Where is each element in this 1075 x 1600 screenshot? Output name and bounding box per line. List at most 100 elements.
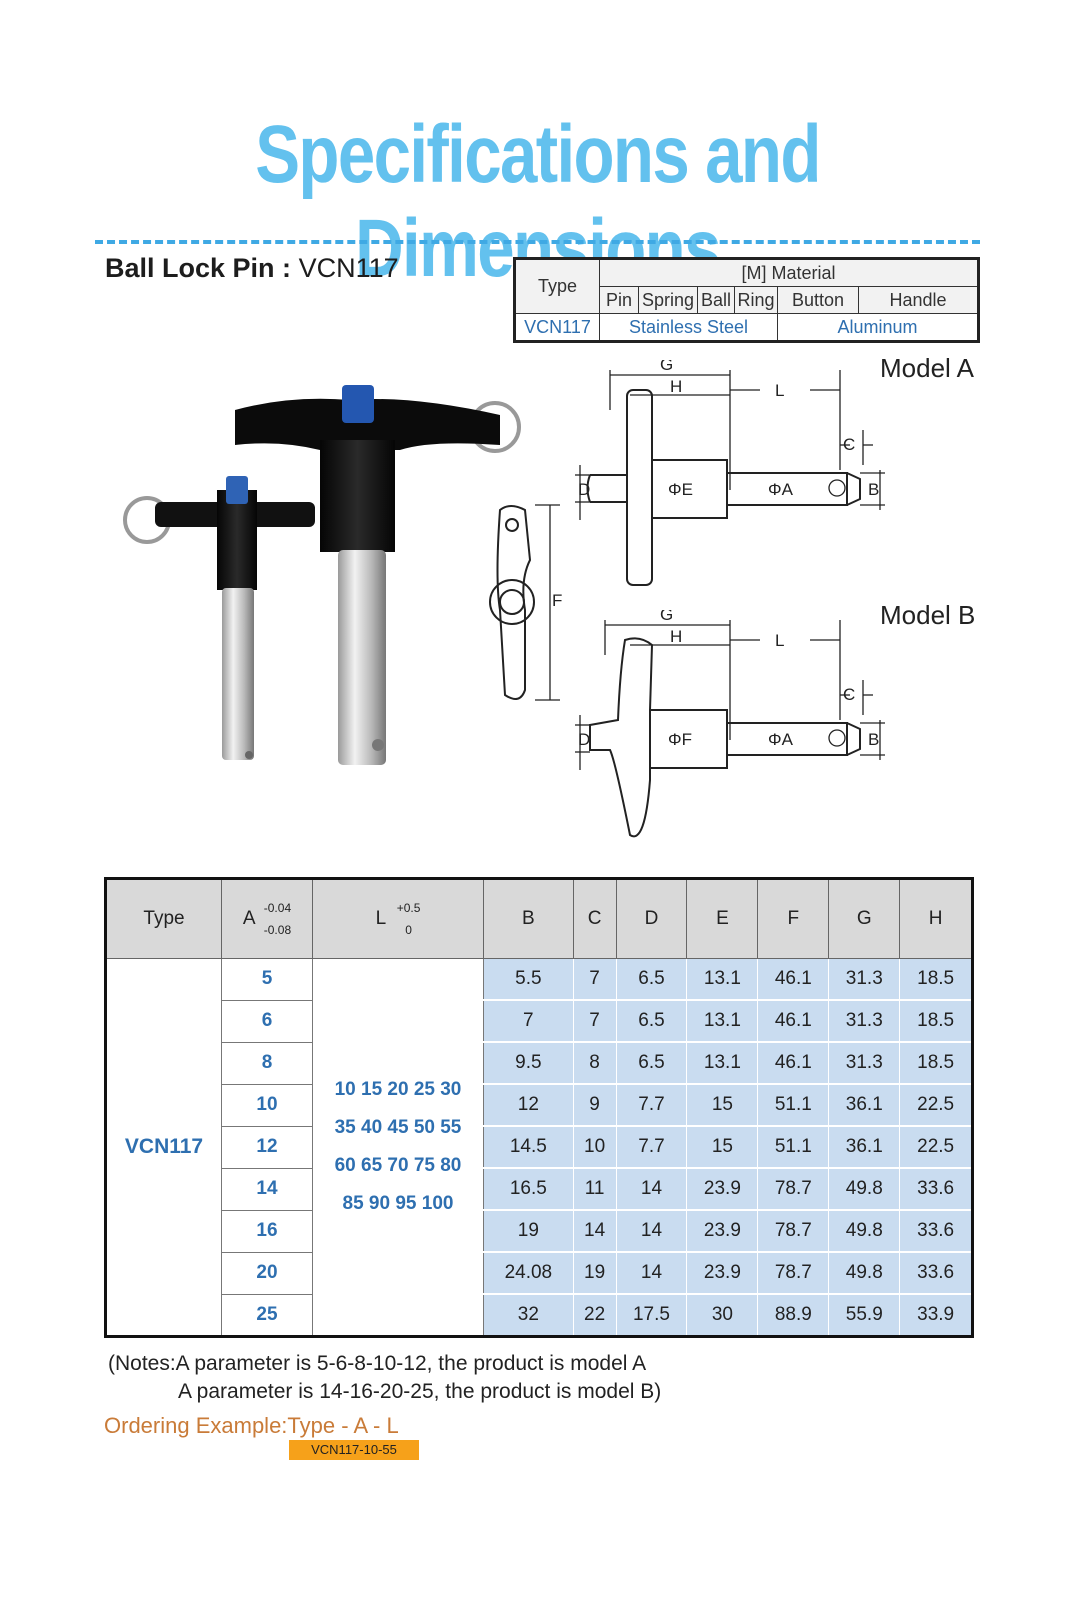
header-a-tol-top: -0.04: [263, 901, 292, 915]
a-cell: 14: [221, 1167, 313, 1211]
b-cell: 14.5: [483, 1125, 574, 1169]
a-cell: 16: [221, 1209, 313, 1253]
handle-side-view: F: [489, 504, 562, 701]
a-cell: 20: [221, 1251, 313, 1295]
a-cell: 12: [221, 1125, 313, 1169]
title-divider: [95, 240, 980, 244]
b-cell: 9.5: [483, 1041, 574, 1085]
c-cell: 22: [572, 1293, 617, 1338]
dim-b-h: H: [670, 627, 682, 646]
e-cell: 13.1: [686, 1041, 759, 1085]
small-pin-image: [123, 476, 315, 760]
f-cell: 78.7: [757, 1251, 830, 1295]
product-photo: [123, 385, 521, 765]
header-type: Type: [105, 878, 222, 959]
e-cell: 15: [686, 1083, 759, 1127]
d-cell: 6.5: [615, 958, 688, 1001]
note-line-1: (Notes:A parameter is 5-6-8-10-12, the p…: [108, 1352, 647, 1375]
part-handle: Handle: [858, 286, 979, 314]
l-values-line: 35 40 45 50 55: [334, 1117, 462, 1138]
f-cell: 78.7: [757, 1209, 830, 1253]
b-cell: 12: [483, 1083, 574, 1127]
g-cell: 31.3: [828, 1041, 901, 1085]
f-cell: 88.9: [757, 1293, 830, 1338]
dim-a-a: ΦA: [768, 480, 794, 499]
h-cell: 33.6: [899, 1251, 973, 1295]
header-a-label: A: [242, 908, 255, 930]
notes: (Notes:A parameter is 5-6-8-10-12, the p…: [108, 1350, 661, 1406]
a-cell: 25: [221, 1293, 313, 1337]
model-b-label: Model B: [880, 600, 976, 630]
header-a-tol-bottom: -0.08: [263, 923, 292, 937]
b-cell: 32: [483, 1293, 574, 1338]
dim-b-g: G: [660, 610, 673, 624]
h-cell: 18.5: [899, 958, 973, 1001]
g-cell: 31.3: [828, 999, 901, 1043]
d-cell: 17.5: [615, 1293, 688, 1338]
c-cell: 19: [572, 1251, 617, 1295]
ordering-example-code: VCN117-10-55: [289, 1440, 419, 1460]
l-values-line: 60 65 70 75 80: [334, 1155, 462, 1176]
f-cell: 46.1: [757, 1041, 830, 1085]
product-code: VCN117: [298, 253, 399, 283]
h-cell: 18.5: [899, 1041, 973, 1085]
g-cell: 55.9: [828, 1293, 901, 1338]
header-a: A -0.04 -0.08: [221, 878, 313, 959]
dim-b-c: C: [843, 685, 855, 704]
f-cell: 46.1: [757, 999, 830, 1043]
header-l-label: L: [375, 908, 386, 930]
b-cell: 5.5: [483, 958, 574, 1001]
material-header: [M] Material: [599, 258, 979, 287]
model-a-drawing: G H L C D ΦE ΦA B: [575, 360, 885, 586]
dim-b-a: ΦA: [768, 730, 794, 749]
type-cell: VCN117: [105, 958, 222, 1337]
b-cell: 19: [483, 1209, 574, 1253]
header-f: F: [757, 878, 830, 959]
h-cell: 33.6: [899, 1209, 973, 1253]
large-pin-image: [235, 385, 521, 765]
e-cell: 15: [686, 1125, 759, 1169]
model-b-drawing: G H L C D ΦF ΦA B: [575, 610, 885, 838]
l-values-line: 85 90 95 100: [342, 1193, 454, 1214]
d-cell: 14: [615, 1251, 688, 1295]
header-l: L +0.5 0: [312, 878, 484, 959]
d-cell: 14: [615, 1167, 688, 1211]
c-cell: 11: [572, 1167, 617, 1211]
h-cell: 22.5: [899, 1125, 973, 1169]
dim-b-b: B: [868, 730, 879, 749]
d-cell: 6.5: [615, 999, 688, 1043]
d-cell: 7.7: [615, 1125, 688, 1169]
a-cell: 10: [221, 1083, 313, 1127]
c-cell: 7: [572, 999, 617, 1043]
model-a-label: Model A: [880, 353, 974, 383]
dim-a-c: C: [843, 435, 855, 454]
material-type-header: Type: [514, 258, 600, 314]
product-name: Ball Lock Pin : VCN117: [105, 253, 399, 284]
dim-b-d: D: [578, 730, 590, 749]
part-ball: Ball: [697, 286, 735, 314]
dim-b-l: L: [775, 631, 784, 650]
d-cell: 7.7: [615, 1083, 688, 1127]
dim-a-e: ΦE: [668, 480, 693, 499]
c-cell: 8: [572, 1041, 617, 1085]
header-b: B: [483, 878, 574, 959]
h-cell: 33.9: [899, 1293, 973, 1338]
e-cell: 23.9: [686, 1209, 759, 1253]
f-cell: 46.1: [757, 958, 830, 1001]
header-l-tol-bottom: 0: [405, 923, 412, 937]
header-l-tol-top: +0.5: [396, 901, 421, 915]
h-cell: 22.5: [899, 1083, 973, 1127]
g-cell: 49.8: [828, 1167, 901, 1211]
a-cell: 8: [221, 1041, 313, 1085]
e-cell: 23.9: [686, 1167, 759, 1211]
f-cell: 51.1: [757, 1083, 830, 1127]
part-spring: Spring: [638, 286, 698, 314]
header-d: D: [615, 878, 688, 959]
a-cell: 5: [221, 958, 313, 1001]
